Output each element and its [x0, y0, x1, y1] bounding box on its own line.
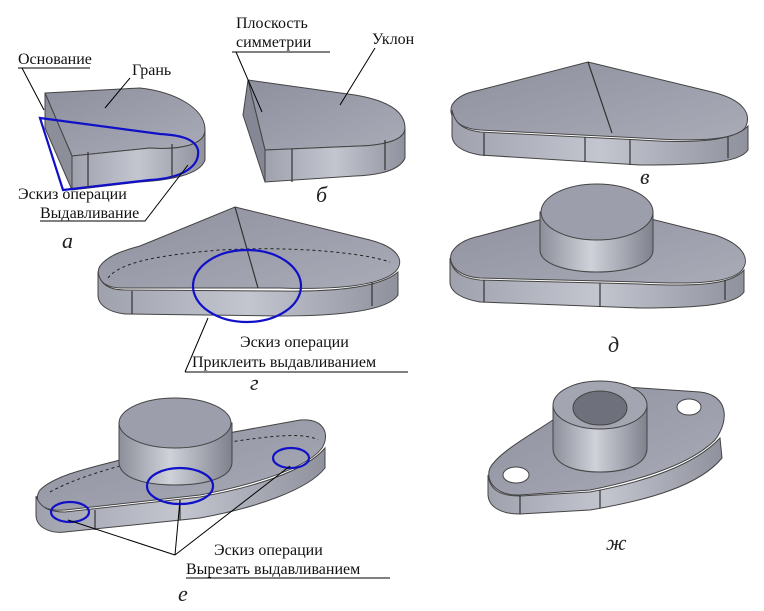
- part-zh-hole-left: [502, 466, 530, 484]
- caption-g: г: [250, 370, 259, 395]
- part-e: [35, 397, 326, 533]
- part-v-symmetry-edge: [587, 61, 613, 134]
- caption-e: е: [178, 581, 188, 606]
- label-uklon: Уклон: [372, 31, 415, 48]
- part-v-top-face: [450, 61, 748, 141]
- part-b: [242, 79, 406, 183]
- label-sketch-e-line2: Вырезать выдавливанием: [186, 561, 360, 578]
- part-g: [97, 206, 401, 324]
- part-zh-hole-right: [676, 398, 702, 416]
- caption-b: б: [316, 182, 328, 207]
- label-ploskost-line1: Плоскость: [236, 15, 308, 32]
- part-g-symmetry-edge: [234, 206, 259, 289]
- part-g-top-face: [97, 206, 401, 289]
- label-sketch-g-line1: Эскиз операции: [240, 334, 349, 351]
- caption-zh: ж: [606, 530, 627, 555]
- label-sketch-a-line2: Выдавливание: [40, 205, 139, 222]
- part-e-dashed-contour: [49, 435, 319, 493]
- leader-osnovanie: [18, 67, 90, 111]
- part-v-side-face: [451, 109, 749, 166]
- leader-sketch-a: [40, 164, 189, 222]
- label-sketch-a-line1: Эскиз операции: [18, 186, 127, 203]
- part-g-dashed-contour: [107, 248, 391, 279]
- label-gran: Грань: [132, 62, 171, 79]
- leader-sketch-e: [67, 465, 390, 579]
- part-g-sketch-circle: [191, 248, 303, 324]
- leader-ploskost: [232, 51, 330, 113]
- part-zh-side-face: [487, 436, 723, 515]
- caption-a: а: [62, 228, 73, 253]
- leader-gran: [104, 77, 131, 109]
- part-d-side-face: [449, 257, 745, 309]
- leader-uklon: [339, 47, 376, 106]
- part-d: [449, 183, 746, 309]
- part-a-sketch-outline: [38, 116, 200, 192]
- part-v: [450, 61, 749, 166]
- part-b-side-face: [264, 127, 406, 183]
- leader-sketch-g: [184, 317, 408, 373]
- part-e-sketch-hole-right: [271, 446, 311, 470]
- part-zh-boss-bore: [572, 390, 628, 426]
- part-e-sketch-hole-left: [49, 500, 91, 524]
- label-sketch-g-line2: Приклеить выдавливанием: [192, 354, 376, 371]
- part-zh: [487, 380, 725, 515]
- label-osnovanie: Основание: [18, 51, 92, 68]
- leader-lines: [18, 47, 408, 579]
- part-a: [38, 87, 206, 192]
- part-b-top-face: [247, 79, 406, 151]
- part-e-boss-top: [118, 397, 232, 449]
- caption-d: д: [608, 332, 619, 357]
- part-d-boss-top: [540, 183, 654, 241]
- part-b-left-face: [242, 79, 266, 183]
- part-g-side-face: [97, 270, 399, 317]
- label-ploskost-line2: симметрии: [236, 34, 312, 51]
- label-sketch-e-line1: Эскиз операции: [214, 542, 323, 559]
- caption-v: в: [640, 164, 650, 189]
- part-e-side-face: [35, 446, 326, 533]
